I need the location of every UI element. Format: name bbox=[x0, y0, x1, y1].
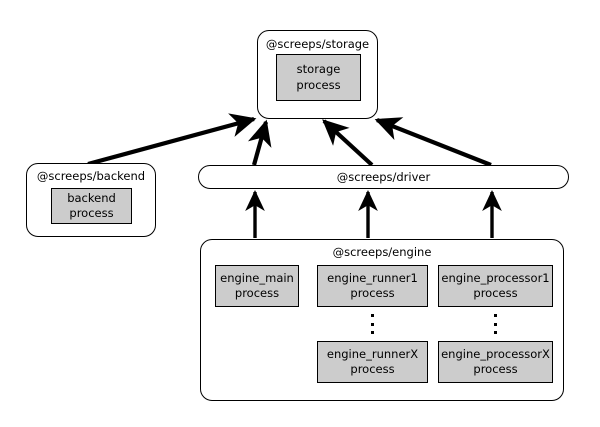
package-driver[interactable]: @screeps/driver bbox=[198, 165, 569, 189]
package-driver-label: @screeps/driver bbox=[336, 170, 431, 184]
edge-driver-to-storage-3 bbox=[374, 117, 492, 167]
process-engine-main-name: engine_main bbox=[220, 270, 294, 285]
process-engine-runner1[interactable]: engine_runner1 process bbox=[317, 265, 428, 307]
package-backend[interactable]: @screeps/backend backend process bbox=[26, 163, 156, 237]
process-backend-name: backend bbox=[67, 190, 116, 205]
process-engine-processor1[interactable]: engine_processor1 process bbox=[438, 265, 553, 307]
process-engine-main[interactable]: engine_main process bbox=[215, 265, 299, 307]
processor-ellipsis-icon bbox=[493, 314, 497, 334]
edge-driver-to-storage-1 bbox=[247, 119, 272, 166]
package-storage[interactable]: @screeps/storage storage process bbox=[257, 30, 378, 119]
process-engine-processorx-name: engine_processorX bbox=[441, 346, 550, 361]
process-engine-processor1-kind: process bbox=[473, 286, 518, 300]
process-engine-processorx-kind: process bbox=[473, 362, 518, 376]
process-engine-runner1-kind: process bbox=[350, 286, 395, 300]
process-backend-kind: process bbox=[69, 206, 114, 220]
process-engine-runnerx-name: engine_runnerX bbox=[326, 346, 419, 361]
edge-driver-to-storage-2 bbox=[322, 119, 374, 167]
runner-ellipsis-icon bbox=[370, 314, 374, 334]
process-storage-kind: process bbox=[296, 77, 341, 92]
process-engine-processor1-name: engine_processor1 bbox=[441, 270, 550, 285]
process-engine-runnerx-kind: process bbox=[350, 362, 395, 376]
process-engine-main-kind: process bbox=[234, 286, 280, 300]
package-backend-label: @screeps/backend bbox=[36, 169, 146, 183]
process-engine-runner1-name: engine_runner1 bbox=[327, 270, 418, 285]
package-engine-label: @screeps/engine bbox=[332, 245, 432, 259]
package-storage-label: @screeps/storage bbox=[265, 37, 370, 51]
package-engine[interactable]: @screeps/engine engine_main process engi… bbox=[200, 239, 564, 401]
process-storage[interactable]: storage process bbox=[276, 54, 361, 101]
edge-backend-to-storage bbox=[87, 113, 257, 167]
process-backend[interactable]: backend process bbox=[51, 188, 132, 224]
process-engine-processorx[interactable]: engine_processorX process bbox=[438, 341, 553, 383]
process-engine-runnerx[interactable]: engine_runnerX process bbox=[317, 341, 428, 383]
process-storage-name: storage bbox=[296, 62, 341, 77]
